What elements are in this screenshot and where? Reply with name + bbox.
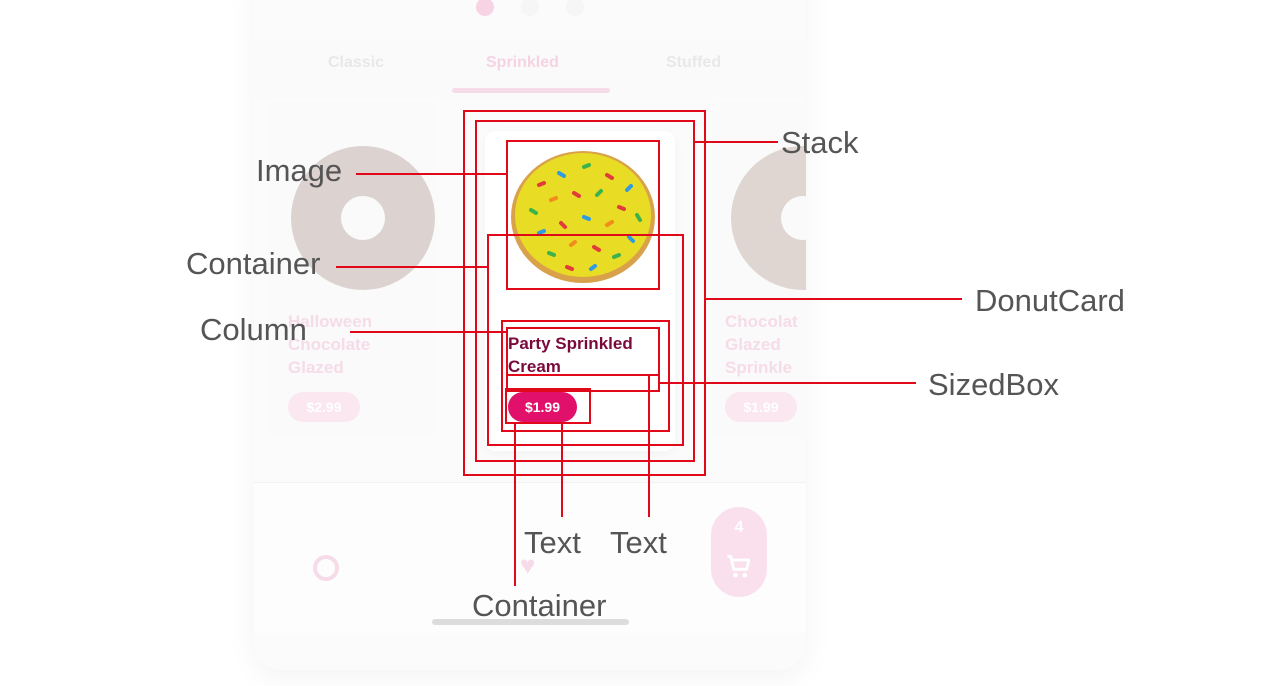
cart-count: 4 — [734, 519, 744, 536]
container-outline — [487, 234, 684, 446]
leader-container-price — [514, 424, 516, 586]
label-sizedbox: SizedBox — [928, 367, 1059, 402]
heart-icon[interactable]: ♥ — [520, 550, 536, 580]
name-line: Chocolate — [288, 335, 371, 354]
tab-stuffed[interactable]: Stuffed — [666, 54, 722, 71]
page-dot — [521, 0, 539, 16]
label-text-price: Text — [524, 525, 581, 560]
text-name-outline — [506, 327, 660, 376]
page-dot — [566, 0, 584, 16]
home-indicator — [432, 619, 629, 625]
name-line: Glazed — [725, 335, 781, 354]
name-line: Sprinkle — [725, 358, 793, 377]
label-container-price: Container — [472, 588, 607, 623]
label-donutcard: DonutCard — [975, 283, 1125, 318]
leader-text-name — [648, 374, 650, 517]
price-badge-left: $2.99 — [288, 392, 360, 422]
cart-button[interactable]: 4 — [711, 507, 767, 597]
name-line: Glazed — [288, 358, 344, 377]
tab-sprinkled[interactable]: Sprinkled — [486, 54, 559, 71]
donut-image-left — [291, 146, 435, 290]
name-line: Party Sprinkled — [508, 334, 633, 353]
price-badge-right: $1.99 — [725, 392, 797, 422]
donut-name-right: Chocolat Glazed Sprinkle — [725, 310, 798, 379]
label-text-name: Text — [610, 525, 667, 560]
leader-container — [336, 266, 488, 268]
donutcard-outline — [463, 110, 706, 476]
price-badge-center: $1.99 — [508, 392, 577, 422]
donut-card-left[interactable] — [268, 103, 438, 438]
leader-image — [356, 173, 508, 175]
tab-indicator — [452, 88, 610, 93]
cart-icon — [727, 555, 751, 578]
donut-name-center: Party Sprinkled Cream — [508, 332, 668, 378]
tab-classic[interactable]: Classic — [328, 54, 385, 71]
price-container-outline — [505, 388, 591, 424]
name-line: Chocolat — [725, 312, 798, 331]
label-image: Image — [256, 153, 343, 188]
image-outline — [506, 140, 660, 290]
name-line: Halloween — [288, 312, 373, 331]
home-icon[interactable] — [313, 555, 339, 581]
leader-stack — [695, 141, 778, 143]
donut-image-right — [731, 146, 806, 290]
tab-bar: Classic Sprinkled Stuffed — [254, 40, 806, 98]
label-container: Container — [186, 246, 321, 281]
column-outline — [501, 320, 670, 432]
leader-column — [350, 331, 507, 333]
leader-donutcard — [706, 298, 962, 300]
donut-image-center — [511, 151, 655, 283]
stack-outline — [475, 120, 695, 462]
page-dot-active — [476, 0, 494, 16]
leader-text-price — [561, 422, 563, 517]
donut-name-left: Halloween Chocolate Glazed — [288, 310, 372, 379]
label-stack: Stack — [781, 125, 859, 160]
name-line: Cream — [508, 357, 561, 376]
label-column: Column — [200, 312, 307, 347]
leader-sizedbox — [660, 382, 916, 384]
sizedbox-outline — [506, 374, 660, 392]
